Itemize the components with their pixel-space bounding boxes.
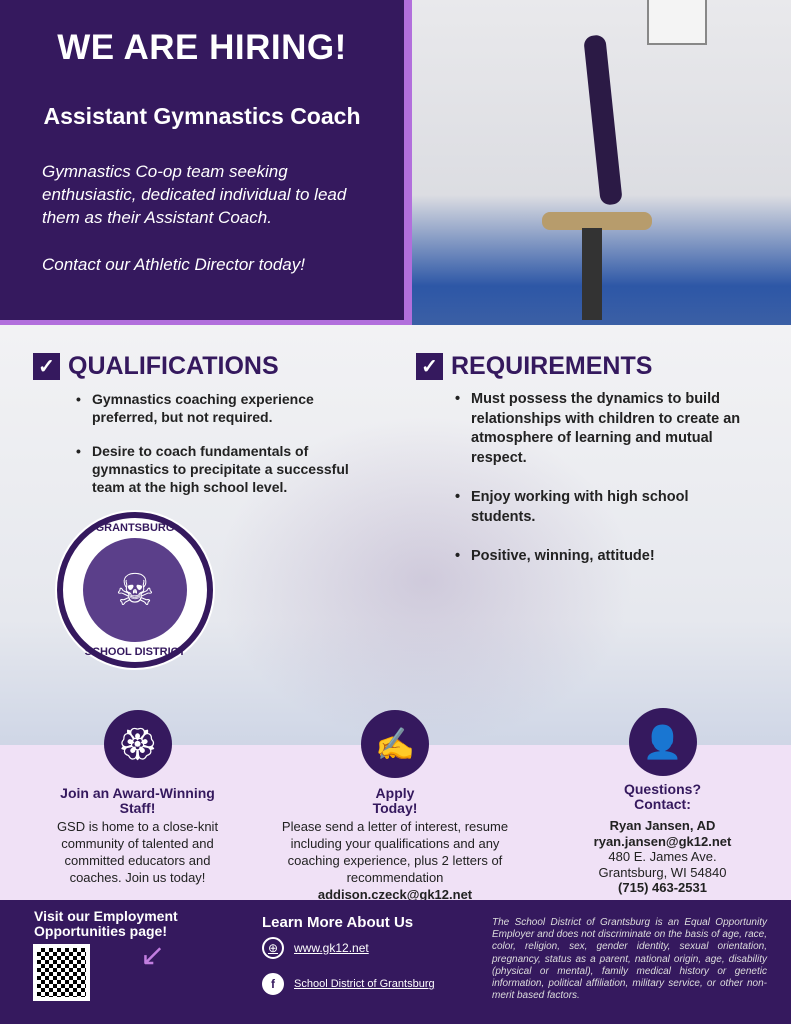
list-item: Positive, winning, attitude! [453, 547, 753, 567]
contact-email[interactable]: ryan.jansen@gk12.net [593, 833, 732, 849]
footer: Visit our Employment Opportunities page!… [0, 900, 791, 1024]
position-title: Assistant Gymnastics Coach [43, 103, 361, 129]
list-item: Enjoy working with high school students. [453, 488, 753, 527]
contact-column: 👤 Questions? Contact: Ryan Jansen, AD ry… [570, 708, 755, 896]
globe-icon: ⊕ [262, 937, 284, 959]
staff-column: 🏵 Join an Award-Winning Staff! GSD is ho… [45, 710, 230, 886]
qualifications-list: Gymnastics coaching experience preferred… [74, 390, 374, 496]
qualifications-title: QUALIFICATIONS [68, 352, 279, 380]
gymnastics-photo [412, 0, 791, 325]
hiring-title: WE ARE HIRING! [57, 28, 347, 67]
apply-email-link[interactable]: addison.czeck@gk12.net [317, 887, 473, 902]
apply-text: Please send a letter of interest, resume… [281, 819, 509, 885]
list-item: Gymnastics coaching experience preferred… [74, 390, 374, 426]
website-link[interactable]: ⊕ www.gk12.net [262, 937, 369, 959]
employment-page-label: Visit our Employment Opportunities page! [34, 908, 178, 939]
contact-name: Ryan Jansen, AD [609, 818, 716, 833]
contact-title: Questions? Contact: [623, 781, 701, 812]
facebook-link[interactable]: f School District of Grantsburg [262, 973, 435, 995]
staff-text: GSD is home to a close-knit community of… [56, 819, 219, 885]
requirements-heading: ✓ REQUIREMENTS [416, 352, 652, 381]
logo-text-top: GRANTSBURG [95, 522, 175, 534]
contact-address-line2: Grantsburg, WI 54840 [598, 864, 727, 880]
logo-text-bottom: SCHOOL DISTRICT [84, 646, 186, 658]
document-pen-icon: ✍ [361, 710, 429, 778]
arrow-icon: ↙ [140, 939, 166, 972]
person-icon: 👤 [628, 708, 697, 776]
apply-title: Apply Today! [372, 785, 418, 816]
learn-more-heading: Learn More About Us [262, 914, 414, 931]
checkbox-icon: ✓ [416, 353, 443, 380]
apply-column: ✍ Apply Today! Please send a letter of i… [270, 710, 520, 903]
hero-banner: WE ARE HIRING! Assistant Gymnastics Coac… [0, 0, 412, 328]
staff-title: Join an Award-Winning Staff! [60, 785, 215, 816]
facebook-text[interactable]: School District of Grantsburg [294, 978, 435, 990]
list-item: Must possess the dynamics to build relat… [453, 390, 753, 468]
list-item: Desire to coach fundamentals of gymnasti… [74, 442, 374, 496]
website-text[interactable]: www.gk12.net [294, 941, 369, 955]
requirements-list: Must possess the dynamics to build relat… [453, 390, 753, 567]
requirements-title: REQUIREMENTS [451, 352, 653, 380]
contact-phone: (715) 463-2531 [618, 880, 707, 895]
qr-code[interactable] [33, 944, 90, 1001]
contact-address-line1: 480 E. James Ave. [608, 849, 717, 864]
eeo-statement: The School District of Grantsburg is an … [492, 917, 767, 1002]
qualifications-heading: ✓ QUALIFICATIONS [33, 352, 279, 381]
checkbox-icon: ✓ [33, 353, 60, 380]
award-ribbon-icon: 🏵 [103, 710, 172, 778]
cta-text: Contact our Athletic Director today! [42, 255, 305, 274]
facebook-icon: f [262, 973, 284, 995]
intro-text: Gymnastics Co-op team seeking enthusiast… [42, 162, 347, 227]
pirate-icon: ☠ [83, 538, 187, 642]
grantsburg-logo: GRANTSBURG ☠ SCHOOL DISTRICT [57, 512, 213, 668]
